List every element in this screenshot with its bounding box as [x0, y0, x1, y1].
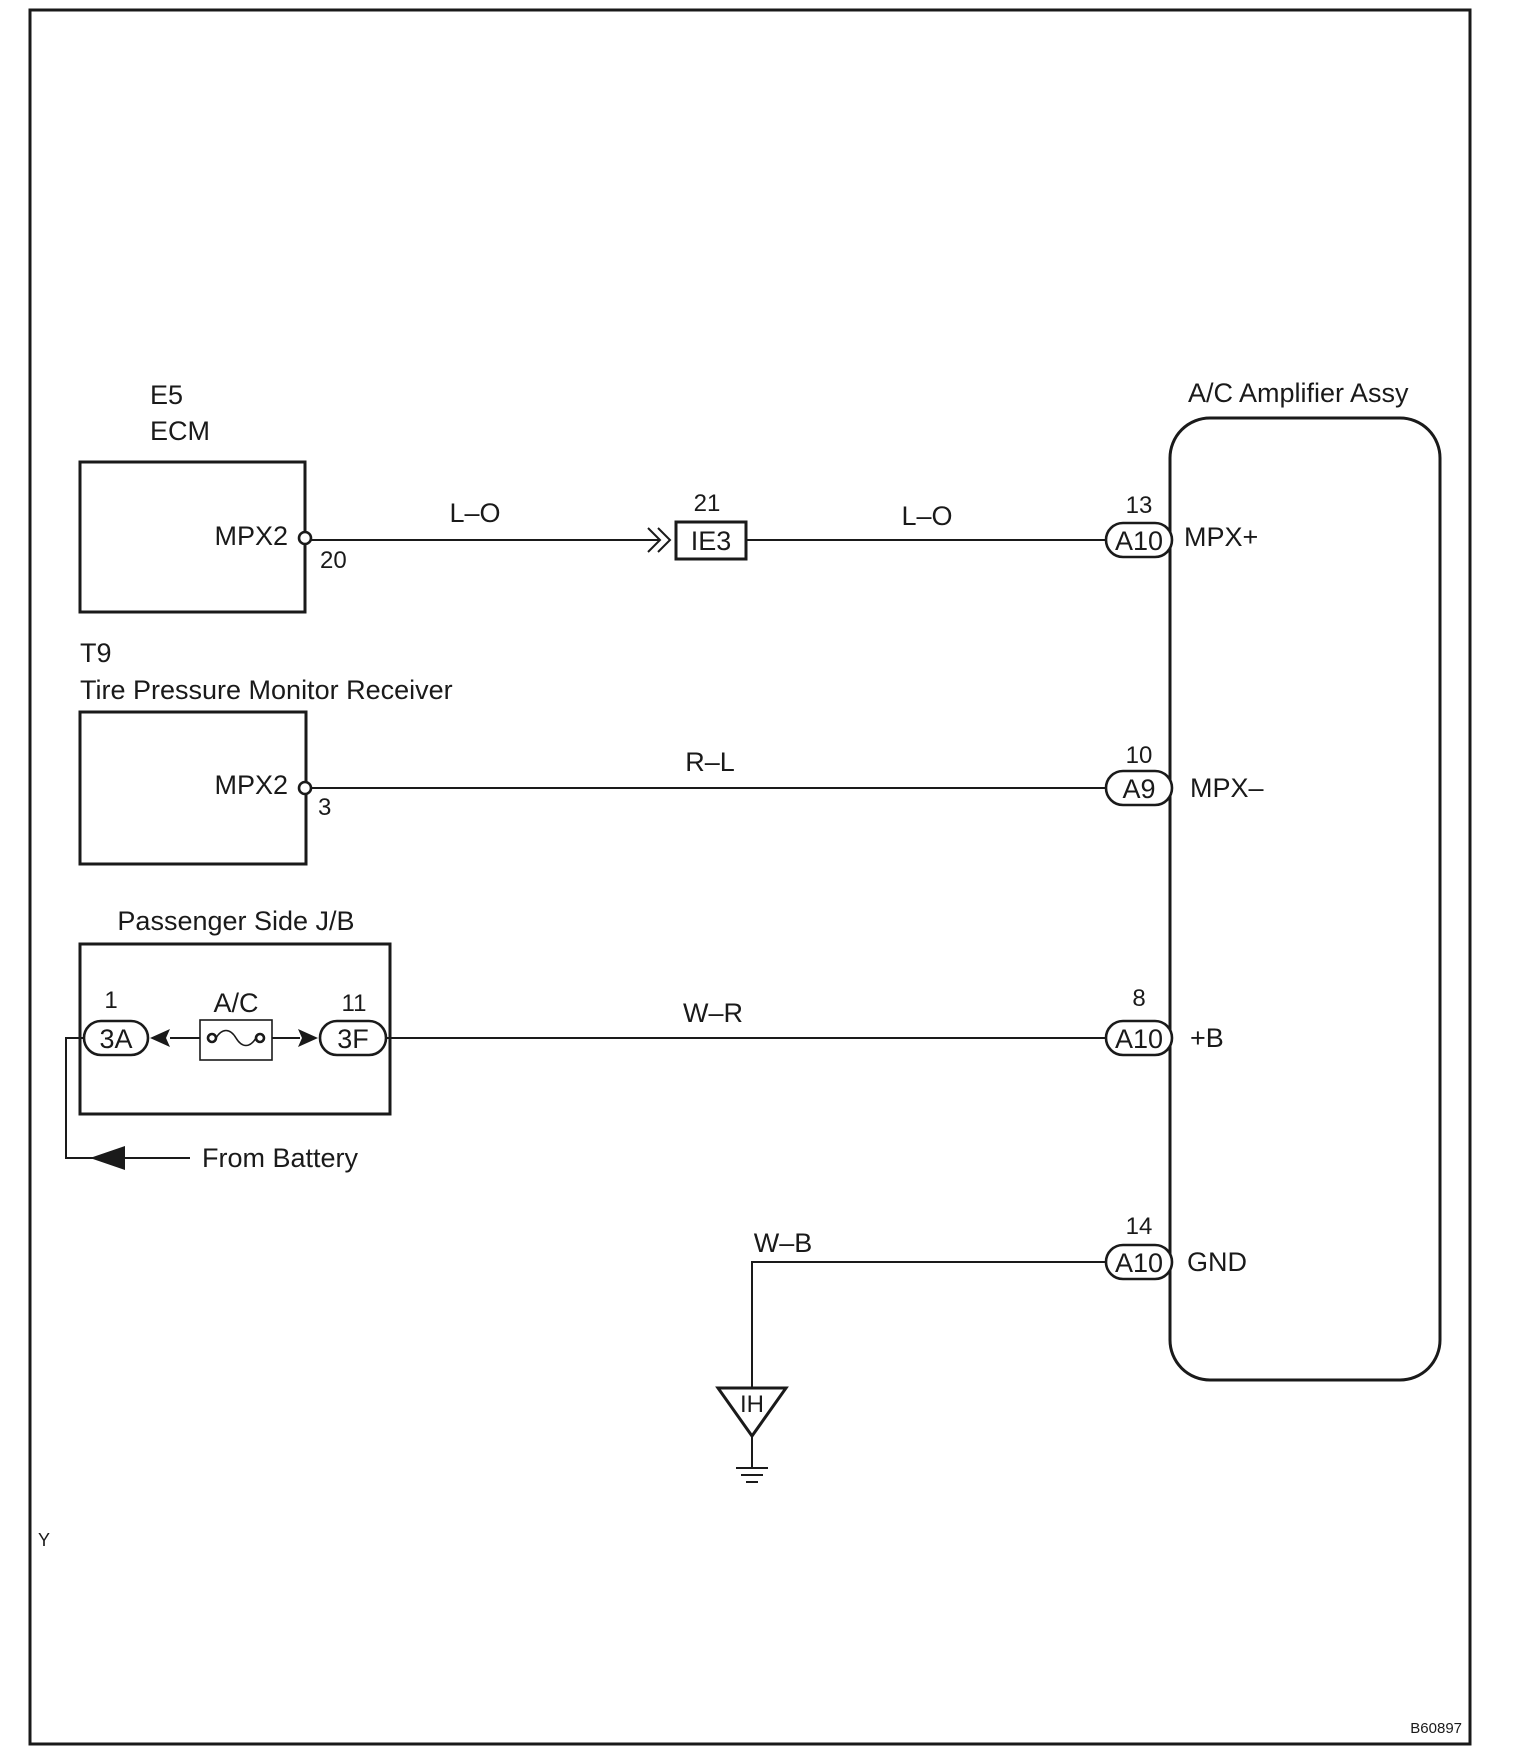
amp-connector-mpx-minus	[1104, 769, 1174, 807]
fuse-terminal-right	[254, 1032, 266, 1044]
ecm-name: ECM	[150, 416, 210, 446]
fuse-terminal-left	[206, 1032, 218, 1044]
tpms-pin: 3	[318, 794, 331, 821]
jb-fuse-label: A/C	[213, 988, 258, 1018]
amp-pin-plus-b: 8	[1132, 985, 1145, 1012]
tpms-terminal-circle	[297, 780, 313, 796]
amp-label-gnd: GND	[1187, 1247, 1247, 1277]
amp-pin-mpx-minus: 10	[1126, 742, 1153, 769]
ecm-block: E5 ECM MPX2 20	[78, 380, 347, 614]
ie3-chevron-outer	[647, 527, 662, 553]
amp-connector-gnd-label: A10	[1115, 1248, 1163, 1278]
amplifier-name: A/C Amplifier Assy	[1188, 378, 1409, 408]
tpms-name: Tire Pressure Monitor Receiver	[80, 675, 453, 705]
ground-triangle-icon	[715, 1386, 789, 1439]
tpms-terminal-label: MPX2	[214, 770, 288, 800]
from-battery-label: From Battery	[202, 1143, 359, 1173]
wire-wr-label: W–R	[683, 998, 743, 1028]
jb-right-pin: 11	[342, 990, 367, 1017]
ie3-connector: IE3 21	[647, 490, 748, 561]
amp-pin-mpx-plus: 13	[1126, 492, 1153, 519]
amp-connector-gnd	[1104, 1243, 1174, 1281]
wire-wb	[751, 1261, 1108, 1388]
jb-right-connector-label: 3F	[337, 1024, 369, 1054]
battery-arrow-icon	[90, 1146, 125, 1170]
amplifier-block: A/C Amplifier Assy 13 A10 MPX+ 10 A9 MPX…	[1104, 378, 1442, 1382]
amp-pin-gnd: 14	[1126, 1213, 1153, 1240]
fuse-icon	[215, 1029, 257, 1047]
wire-lo-right-label: L–O	[901, 501, 952, 531]
jb-name: Passenger Side J/B	[117, 906, 354, 936]
amp-connector-mpx-plus	[1104, 521, 1174, 559]
jb-box	[78, 942, 392, 1116]
ie3-pin: 21	[694, 490, 721, 517]
ecm-pin: 20	[320, 547, 347, 574]
wire-wb-label: W–B	[754, 1228, 813, 1258]
amp-connector-mpx-minus-label: A9	[1122, 774, 1155, 804]
ecm-terminal-label: MPX2	[214, 521, 288, 551]
jb-left-connector-label: 3A	[99, 1024, 132, 1054]
fuse-box	[199, 1019, 273, 1061]
jb-left-arrow-icon	[150, 1029, 170, 1047]
ecm-terminal-circle	[297, 530, 313, 546]
junction-block: Passenger Side J/B 1 3A A/C 11 3F	[78, 906, 392, 1116]
amp-label-mpx-plus: MPX+	[1184, 522, 1258, 552]
amp-connector-plus-b	[1104, 1019, 1174, 1057]
amp-connector-mpx-plus-label: A10	[1115, 526, 1163, 556]
jb-right-arrow-icon	[298, 1029, 318, 1047]
wire-lo-left-label: L–O	[449, 498, 500, 528]
ground-label: IH	[740, 1391, 764, 1418]
corner-mark: Y	[38, 1530, 50, 1550]
ie3-chevron-inner	[657, 527, 672, 553]
tpms-block: T9 Tire Pressure Monitor Receiver MPX2 3	[78, 638, 453, 866]
tpms-ref: T9	[80, 638, 112, 668]
jb-left-pin: 1	[104, 987, 117, 1014]
ecm-ref: E5	[150, 380, 183, 410]
ie3-label: IE3	[691, 526, 732, 556]
amp-label-plus-b: +B	[1190, 1023, 1224, 1053]
figure-code: B60897	[1410, 1720, 1462, 1737]
ground-point: IH	[715, 1386, 789, 1483]
wire-rl-label: R–L	[685, 747, 735, 777]
amplifier-box	[1168, 416, 1442, 1382]
amp-connector-plus-b-label: A10	[1115, 1024, 1163, 1054]
diagram-frame	[28, 8, 1472, 1746]
battery-wire	[65, 1037, 190, 1159]
amp-label-mpx-minus: MPX–	[1190, 773, 1264, 803]
